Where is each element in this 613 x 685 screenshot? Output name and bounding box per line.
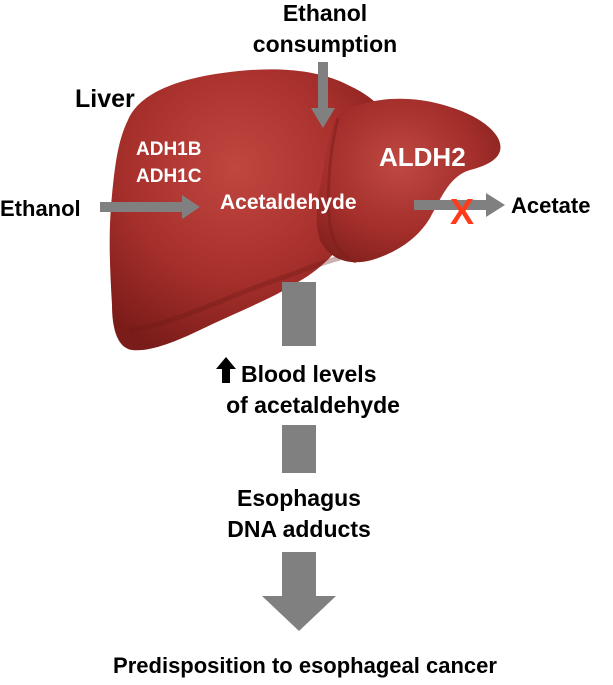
ethanol-consumption-label-line2: consumption: [253, 31, 397, 57]
flow-bar-liver-to-blood: [282, 282, 316, 346]
outcome-label: Predisposition to esophageal cancer: [113, 653, 497, 678]
liver-organ: [109, 69, 501, 351]
down-arrow-to-outcome: [262, 552, 336, 631]
arrow-up-icon: [216, 357, 236, 383]
esophagus-label-line2: DNA adducts: [227, 516, 371, 542]
ethanol-label: Ethanol: [0, 196, 81, 221]
liver-lobe-crease: [326, 117, 357, 264]
acetate-arrow: [414, 193, 505, 217]
aldh2-label: ALDH2: [379, 142, 466, 172]
liver-label: Liver: [75, 85, 135, 113]
liver-right-lobe: [316, 98, 501, 263]
acetate-label: Acetate: [511, 193, 590, 218]
ethanol-consumption-label-line1: Ethanol: [283, 0, 367, 26]
blood-levels-label-line1: Blood levels: [241, 361, 376, 387]
x-block-icon: X: [450, 191, 474, 232]
consumption-arrow: [311, 62, 335, 128]
enzyme-label-adh1c: ADH1C: [136, 166, 202, 187]
esophagus-label-line1: Esophagus: [237, 485, 361, 511]
blood-levels-label-line2: of acetaldehyde: [226, 392, 400, 418]
liver-lower-shadow: [129, 255, 341, 333]
enzyme-label-adh1b: ADH1B: [136, 139, 201, 160]
ethanol-arrow: [100, 195, 200, 219]
acetaldehyde-label: Acetaldehyde: [220, 191, 357, 214]
liver-left-lobe: [109, 69, 392, 351]
flow-bar-blood-to-esophagus: [282, 425, 316, 473]
